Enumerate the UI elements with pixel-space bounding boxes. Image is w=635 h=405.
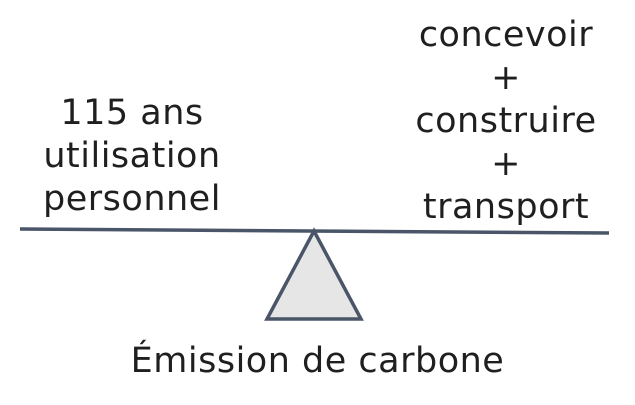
right-label-plus-2: +: [491, 144, 521, 184]
left-label-line-3: personnel: [43, 179, 221, 219]
right-label-plus-1: +: [491, 58, 521, 98]
diagram-caption: Émission de carbone: [130, 341, 505, 381]
right-label-line-3: transport: [422, 187, 590, 227]
right-label-line-1: concevoir: [418, 15, 594, 55]
fulcrum-triangle: [264, 227, 364, 321]
right-label-line-2: construire: [415, 101, 597, 141]
left-weight-label: 115 ans utilisation personnel: [26, 92, 238, 221]
left-label-line-2: utilisation: [43, 136, 221, 176]
left-label-line-1: 115 ans: [60, 93, 204, 133]
right-weight-label: concevoir + construire + transport: [400, 14, 612, 229]
